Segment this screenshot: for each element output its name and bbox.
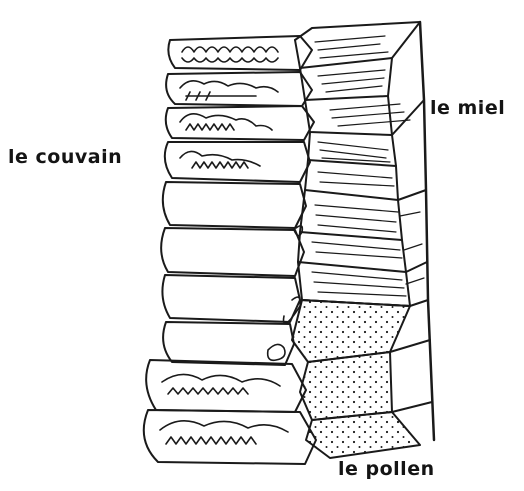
label-pollen: le pollen (338, 458, 435, 480)
brood-cells (144, 36, 316, 464)
honey-cells (295, 22, 428, 306)
label-brood: le couvain (8, 146, 122, 168)
label-honey: le miel (430, 97, 505, 119)
